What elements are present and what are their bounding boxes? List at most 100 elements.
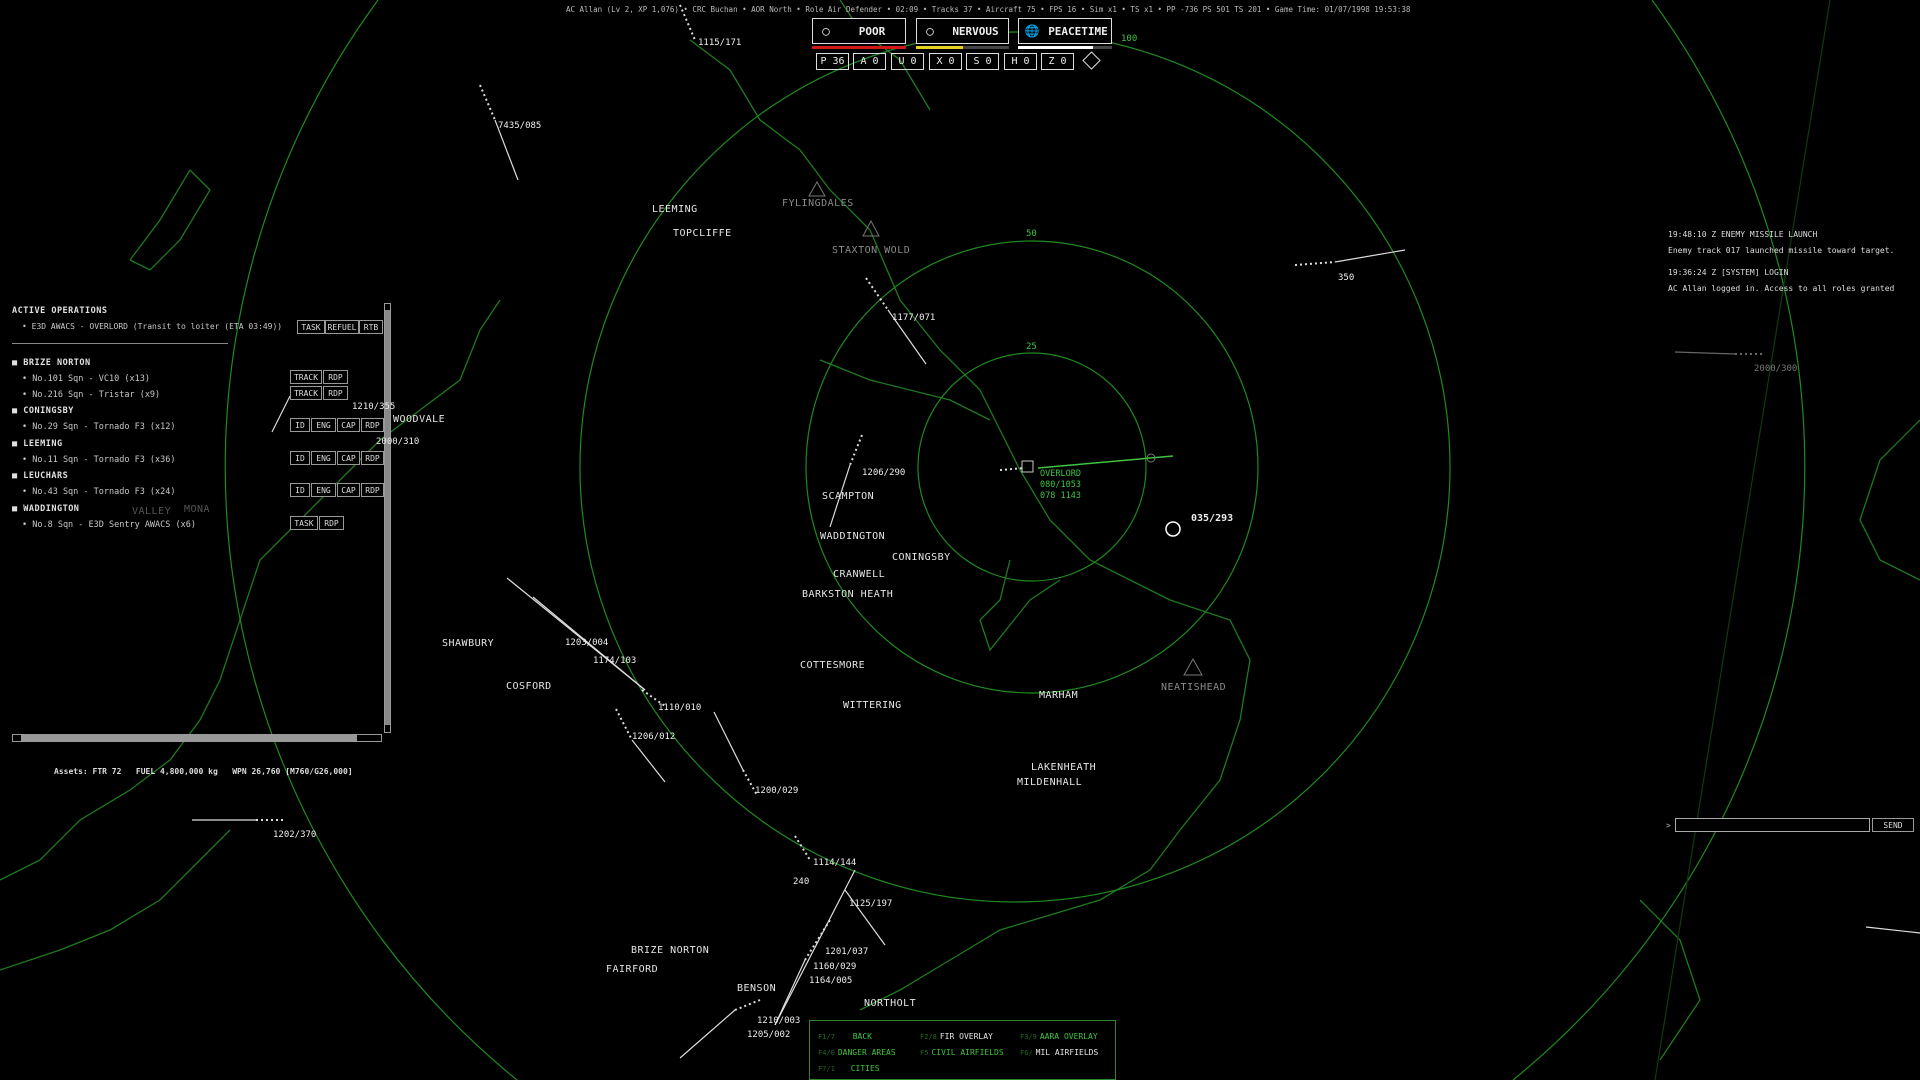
track-label[interactable]: 1201/037 <box>825 947 869 957</box>
rtb-button[interactable]: RTB <box>359 320 383 334</box>
cap-button[interactable]: CAP <box>337 451 360 465</box>
rdp-button[interactable]: RDP <box>323 370 348 384</box>
counter-s[interactable]: S 0 <box>966 53 999 70</box>
hotkey: F7/1 <box>818 1065 835 1073</box>
rdp-button[interactable]: RDP <box>323 386 348 400</box>
rdp-button[interactable]: RDP <box>361 418 384 432</box>
place-label: BARKSTON HEATH <box>802 589 894 600</box>
orbit-point-icon <box>1146 453 1156 463</box>
indicator-label: POOR <box>858 24 886 38</box>
morale-indicator[interactable]: ◯NERVOUS <box>916 18 1009 44</box>
task-button[interactable]: TASK <box>290 516 318 530</box>
track-label[interactable]: 1114/144 <box>813 858 857 868</box>
awacs-track[interactable] <box>1021 453 1174 473</box>
counter-assumed[interactable]: A 0 <box>853 53 886 70</box>
menu-label: BACK <box>852 1032 872 1041</box>
track-label[interactable]: 1177/071 <box>892 313 936 323</box>
squadron-item: • No.11 Sqn - Tornado F3 (x36) <box>22 455 176 465</box>
place-label: VALLEY <box>132 506 172 517</box>
track-label[interactable]: 2000/310 <box>376 437 420 447</box>
track-label[interactable]: 240 <box>793 877 810 887</box>
menu-item-cities[interactable]: F7/1 CITIES <box>818 1064 880 1073</box>
track-label[interactable]: 350 <box>1338 273 1355 283</box>
cap-button[interactable]: CAP <box>337 483 360 497</box>
place-label: LEEMING <box>652 204 698 215</box>
morale-level-bar <box>916 46 1009 49</box>
ring-label-100: 100 <box>1121 34 1138 44</box>
track-label[interactable]: 035/293 <box>1191 513 1234 524</box>
track-button[interactable]: TRACK <box>290 386 322 400</box>
id-button[interactable]: ID <box>290 418 310 432</box>
menu-label: AARA OVERLAY <box>1039 1032 1098 1041</box>
track-label[interactable]: 1174/103 <box>593 656 637 666</box>
awacs-data-line: 080/1053 <box>1040 480 1081 490</box>
counter-hostile[interactable]: H 0 <box>1004 53 1037 70</box>
track-label[interactable]: 1110/010 <box>658 703 702 713</box>
squadron-item: • No.29 Sqn - Tornado F3 (x12) <box>22 422 176 432</box>
counter-pending[interactable]: P 36 <box>816 53 849 70</box>
place-label: COTTESMORE <box>800 660 866 671</box>
track-label[interactable]: 1210/355 <box>352 402 396 412</box>
base-header: ■ CONINGSBY <box>12 406 74 416</box>
log-entry-header: 19:48:10 Z ENEMY MISSILE LAUNCH <box>1668 230 1818 239</box>
ring-50 <box>805 240 1259 694</box>
track-label[interactable]: 1206/012 <box>632 732 676 742</box>
alert-state-indicator[interactable]: 🌐PEACETIME <box>1018 18 1112 44</box>
place-label: SHAWBURY <box>442 638 495 649</box>
eng-button[interactable]: ENG <box>311 483 336 497</box>
track-label[interactable]: 2000/300 <box>1754 364 1798 374</box>
base-header: ■ LEEMING <box>12 439 63 449</box>
track-label[interactable]: 1202/370 <box>273 830 317 840</box>
eng-button[interactable]: ENG <box>311 451 336 465</box>
track-label[interactable]: 1200/029 <box>755 786 799 796</box>
track-label[interactable]: 7435/085 <box>498 121 542 131</box>
assets-summary: Assets: FTR 72 FUEL 4,800,000 kg WPN 26,… <box>54 767 353 776</box>
track-histories <box>256 4 1765 1011</box>
counter-unknown[interactable]: U 0 <box>891 53 924 70</box>
place-label: CONINGSBY <box>892 552 951 563</box>
track-label[interactable]: 1205/002 <box>747 1030 791 1040</box>
id-button[interactable]: ID <box>290 483 310 497</box>
id-button[interactable]: ID <box>290 451 310 465</box>
rdp-button[interactable]: RDP <box>319 516 344 530</box>
menu-item-back[interactable]: F1/7 BACK <box>818 1032 872 1041</box>
hotkey: F5 <box>920 1049 929 1057</box>
vertical-scrollbar[interactable] <box>384 303 391 733</box>
awacs-vector <box>1037 455 1174 469</box>
place-label: TOPCLIFFE <box>673 228 732 239</box>
hotkey: F2/8 <box>920 1033 937 1041</box>
economy-indicator[interactable]: ◯POOR <box>812 18 906 44</box>
rdp-button[interactable]: RDP <box>361 483 384 497</box>
counter-z[interactable]: Z 0 <box>1041 53 1074 70</box>
place-label: MILDENHALL <box>1017 777 1083 788</box>
track-label[interactable]: 1206/290 <box>862 468 906 478</box>
track-button[interactable]: TRACK <box>290 370 322 384</box>
track-label[interactable]: 1125/197 <box>849 899 893 909</box>
awacs-label[interactable]: OVERLORD 080/1053 078 1143 <box>1040 469 1081 502</box>
place-label: BRIZE NORTON <box>631 945 710 956</box>
command-input[interactable] <box>1675 818 1870 832</box>
task-button[interactable]: TASK <box>297 320 325 334</box>
rdp-button[interactable]: RDP <box>361 451 384 465</box>
refuel-button[interactable]: REFUEL <box>325 320 359 334</box>
track-label[interactable]: 1164/005 <box>809 976 853 986</box>
cap-button[interactable]: CAP <box>337 418 360 432</box>
menu-item-mil-airfields[interactable]: F6/MIL AIRFIELDS <box>1020 1048 1098 1057</box>
event-log: 19:48:10 Z ENEMY MISSILE LAUNCH Enemy tr… <box>1668 227 1894 297</box>
bogey-circle-icon[interactable] <box>1165 521 1181 537</box>
horizontal-scrollbar[interactable] <box>12 734 382 742</box>
track-label[interactable]: 1115/171 <box>698 38 742 48</box>
eng-button[interactable]: ENG <box>311 418 336 432</box>
track-label[interactable]: 1160/029 <box>813 962 857 972</box>
send-button[interactable]: SEND <box>1872 818 1914 832</box>
track-label[interactable]: 1203/004 <box>565 638 609 648</box>
squadron-item: • No.101 Sqn - VC10 (x13) <box>22 374 150 384</box>
track-label[interactable]: 1210/003 <box>757 1016 801 1026</box>
counter-x[interactable]: X 0 <box>929 53 962 70</box>
